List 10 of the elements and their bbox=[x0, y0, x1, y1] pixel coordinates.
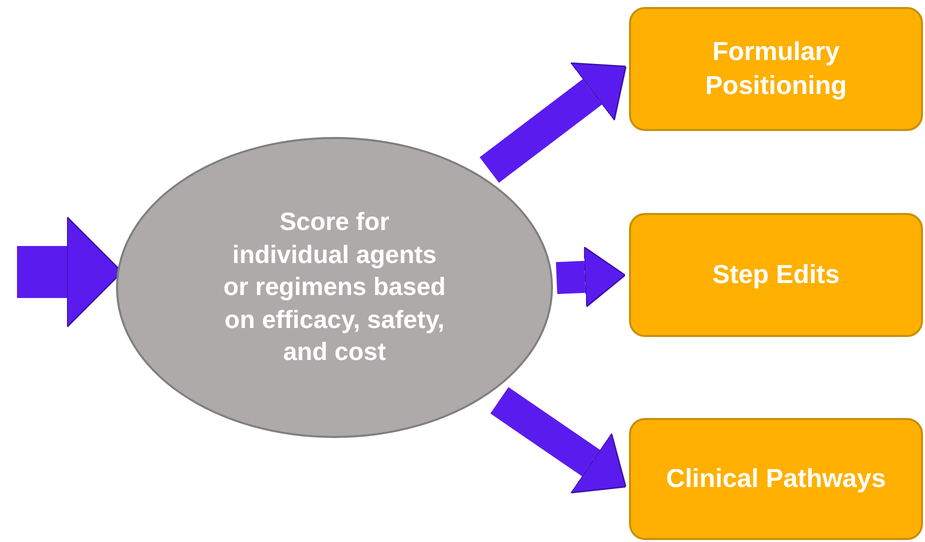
block-arrow bbox=[490, 387, 626, 494]
node-label: Score for individual agents or regimens based on efficacy, safety, and cost bbox=[222, 207, 447, 368]
node-label: Formulary Positioning bbox=[704, 35, 848, 102]
node-label: Step Edits bbox=[711, 258, 841, 292]
node-label: Clinical Pathways bbox=[665, 462, 887, 496]
outcome-box bbox=[629, 7, 923, 131]
block-arrow bbox=[556, 246, 626, 308]
outcome-box bbox=[629, 213, 923, 337]
outcome-box bbox=[629, 418, 923, 540]
block-arrow bbox=[480, 62, 627, 183]
